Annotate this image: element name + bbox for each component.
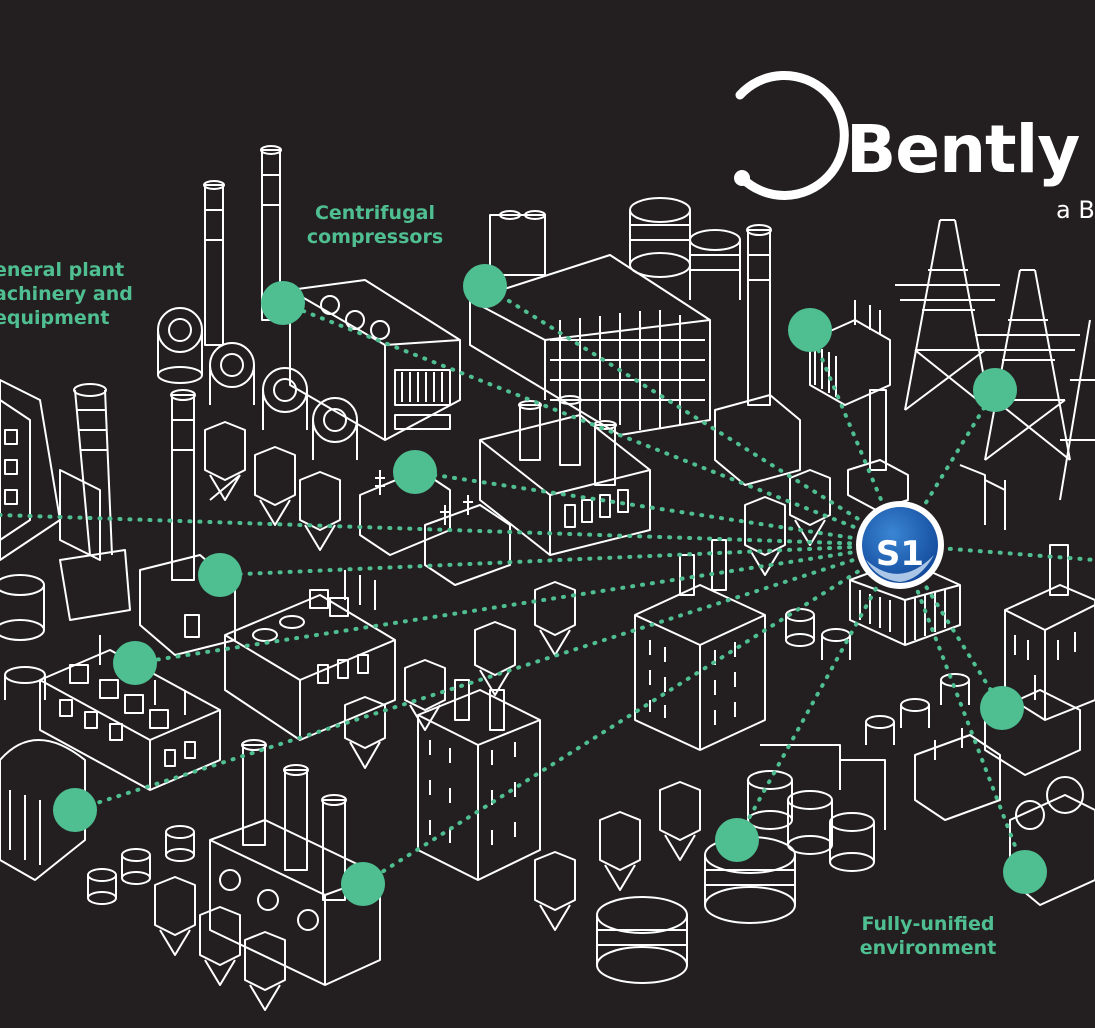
- plant-buildings: [0, 145, 1095, 1011]
- label-general-plant-machinery: eneral plant achinery and equipment: [0, 258, 133, 330]
- node-compressor-a: [261, 281, 305, 325]
- brand-subtitle: a B: [1056, 196, 1095, 224]
- node-transformer: [788, 308, 832, 352]
- label-line: achinery and: [0, 283, 133, 305]
- label-line: compressors: [306, 226, 444, 248]
- compressor-building: [289, 279, 461, 441]
- network-links: [0, 284, 1095, 886]
- node-cube-factory: [113, 641, 157, 685]
- node-compressor-b: [463, 264, 507, 308]
- three-stack-factory: [479, 395, 651, 556]
- label-centrifugal-compressors: Centrifugal compressors: [296, 201, 454, 249]
- network-nodes: [53, 264, 1047, 906]
- node-right-utility: [980, 686, 1024, 730]
- bottom-stack-building: [209, 739, 381, 986]
- large-tanks: [596, 836, 796, 984]
- right-pipe: [959, 464, 1006, 530]
- leg-silos: [154, 421, 831, 1011]
- node-chimney: [198, 553, 242, 597]
- link-left-warehouse: [0, 513, 902, 547]
- label-line: eneral plant: [0, 259, 125, 281]
- node-towers: [973, 368, 1017, 412]
- ring-roof-factory: [224, 570, 396, 741]
- link-cube-factory: [133, 543, 902, 665]
- s1-hub-icon: [856, 501, 944, 589]
- small-drums: [87, 608, 970, 905]
- transmission-towers: [895, 219, 1095, 501]
- top-center-factory: [469, 210, 711, 436]
- node-bottom-stack: [341, 862, 385, 906]
- node-tanks: [715, 818, 759, 862]
- label-fully-unified-environment: Fully-unified environment: [846, 912, 1010, 960]
- link-centrifugal-1: [281, 301, 902, 547]
- label-line: equipment: [0, 307, 110, 329]
- top-tanks: [629, 197, 741, 300]
- cube-factory: [39, 635, 221, 791]
- spiral-compressors: [157, 307, 358, 460]
- small-utility-block: [359, 469, 511, 586]
- link-centrifugal-2: [483, 284, 902, 547]
- node-warehouse: [53, 788, 97, 832]
- link-chimney: [218, 543, 902, 577]
- label-line: Fully-unified: [861, 913, 995, 935]
- right-utility-blocks: [914, 675, 1095, 906]
- link-large-tanks: [735, 543, 902, 842]
- brand-name: Bently N: [846, 111, 1095, 188]
- left-chimney: [73, 383, 113, 556]
- label-line: environment: [859, 937, 997, 959]
- arched-warehouse: [0, 666, 86, 881]
- bently-logo-icon: [734, 70, 849, 200]
- hub-label: S1: [875, 534, 925, 574]
- link-arched-warehouse: [73, 543, 902, 812]
- tall-center-building: [634, 539, 766, 751]
- label-line: Centrifugal: [314, 202, 436, 224]
- transformer: [809, 300, 909, 511]
- process-tanks: [747, 744, 886, 872]
- center-right-chimney: [714, 224, 801, 486]
- node-utility: [393, 450, 437, 494]
- link-utility: [413, 470, 902, 547]
- node-right-machine: [1003, 850, 1047, 894]
- link-right-machine: [898, 543, 1027, 874]
- link-bottom-stack: [361, 543, 902, 886]
